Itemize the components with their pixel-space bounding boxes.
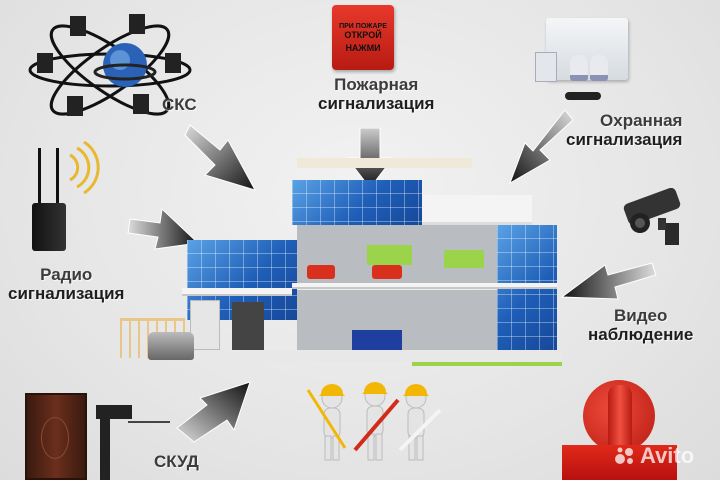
arrow-radio-alarm-icon: [127, 207, 200, 250]
fire-call-point-text-3: НАЖМИ: [345, 43, 381, 53]
fire-call-point-text-1: ПРИ ПОЖАРЕ: [339, 23, 387, 30]
avito-watermark-text: Avito: [640, 443, 695, 468]
arrow-access-control-icon: [176, 381, 251, 443]
label-fire-alarm-line1: Пожарная: [334, 75, 419, 94]
label-access-control: СКУД: [154, 452, 199, 471]
fire-call-point: ПРИ ПОЖАРЕ ОТКРОЙ НАЖМИ: [332, 5, 394, 70]
motion-sensor-2: [590, 55, 608, 81]
label-video: Видео наблюдение: [588, 306, 694, 344]
label-fire-alarm: Пожарная сигнализация: [318, 75, 435, 113]
label-security-alarm: Охранная сигнализация: [566, 111, 683, 149]
key-fobs: [565, 92, 601, 100]
arrow-scs-icon: [184, 124, 257, 191]
label-security-alarm-line2: сигнализация: [566, 129, 683, 149]
label-scs: СКС: [162, 95, 197, 114]
security-door: [25, 393, 87, 480]
avito-logo-icon: [615, 447, 633, 464]
scs-network-illustration: [25, 8, 195, 123]
arrow-security-alarm-icon: [509, 109, 574, 185]
label-radio-alarm-line1: Радио: [40, 265, 93, 284]
security-keypad: [535, 52, 557, 82]
label-radio-alarm: Радио сигнализация: [8, 265, 125, 303]
label-video-line2: наблюдение: [588, 324, 694, 344]
avito-watermark: Avito: [614, 442, 694, 470]
workers-icon: [306, 382, 442, 461]
radio-router: [28, 148, 73, 253]
label-video-line1: Видео: [613, 306, 668, 325]
workers-illustration: [300, 380, 450, 465]
wireless-signal-icon: [69, 140, 100, 195]
turnstile: [92, 405, 172, 480]
network-globe-icon: [28, 14, 192, 116]
motion-sensor-1: [570, 55, 588, 81]
label-radio-alarm-line2: сигнализация: [8, 283, 125, 303]
car: [148, 332, 194, 360]
arrow-video-icon: [560, 262, 657, 300]
fire-call-point-text-2: ОТКРОЙ: [344, 30, 382, 40]
building-illustration: [182, 140, 562, 370]
cctv-camera-icon: [623, 188, 681, 245]
label-fire-alarm-line2: сигнализация: [318, 93, 435, 113]
fire-extinguisher: [608, 385, 632, 455]
label-security-alarm-line1: Охранная: [600, 111, 683, 130]
